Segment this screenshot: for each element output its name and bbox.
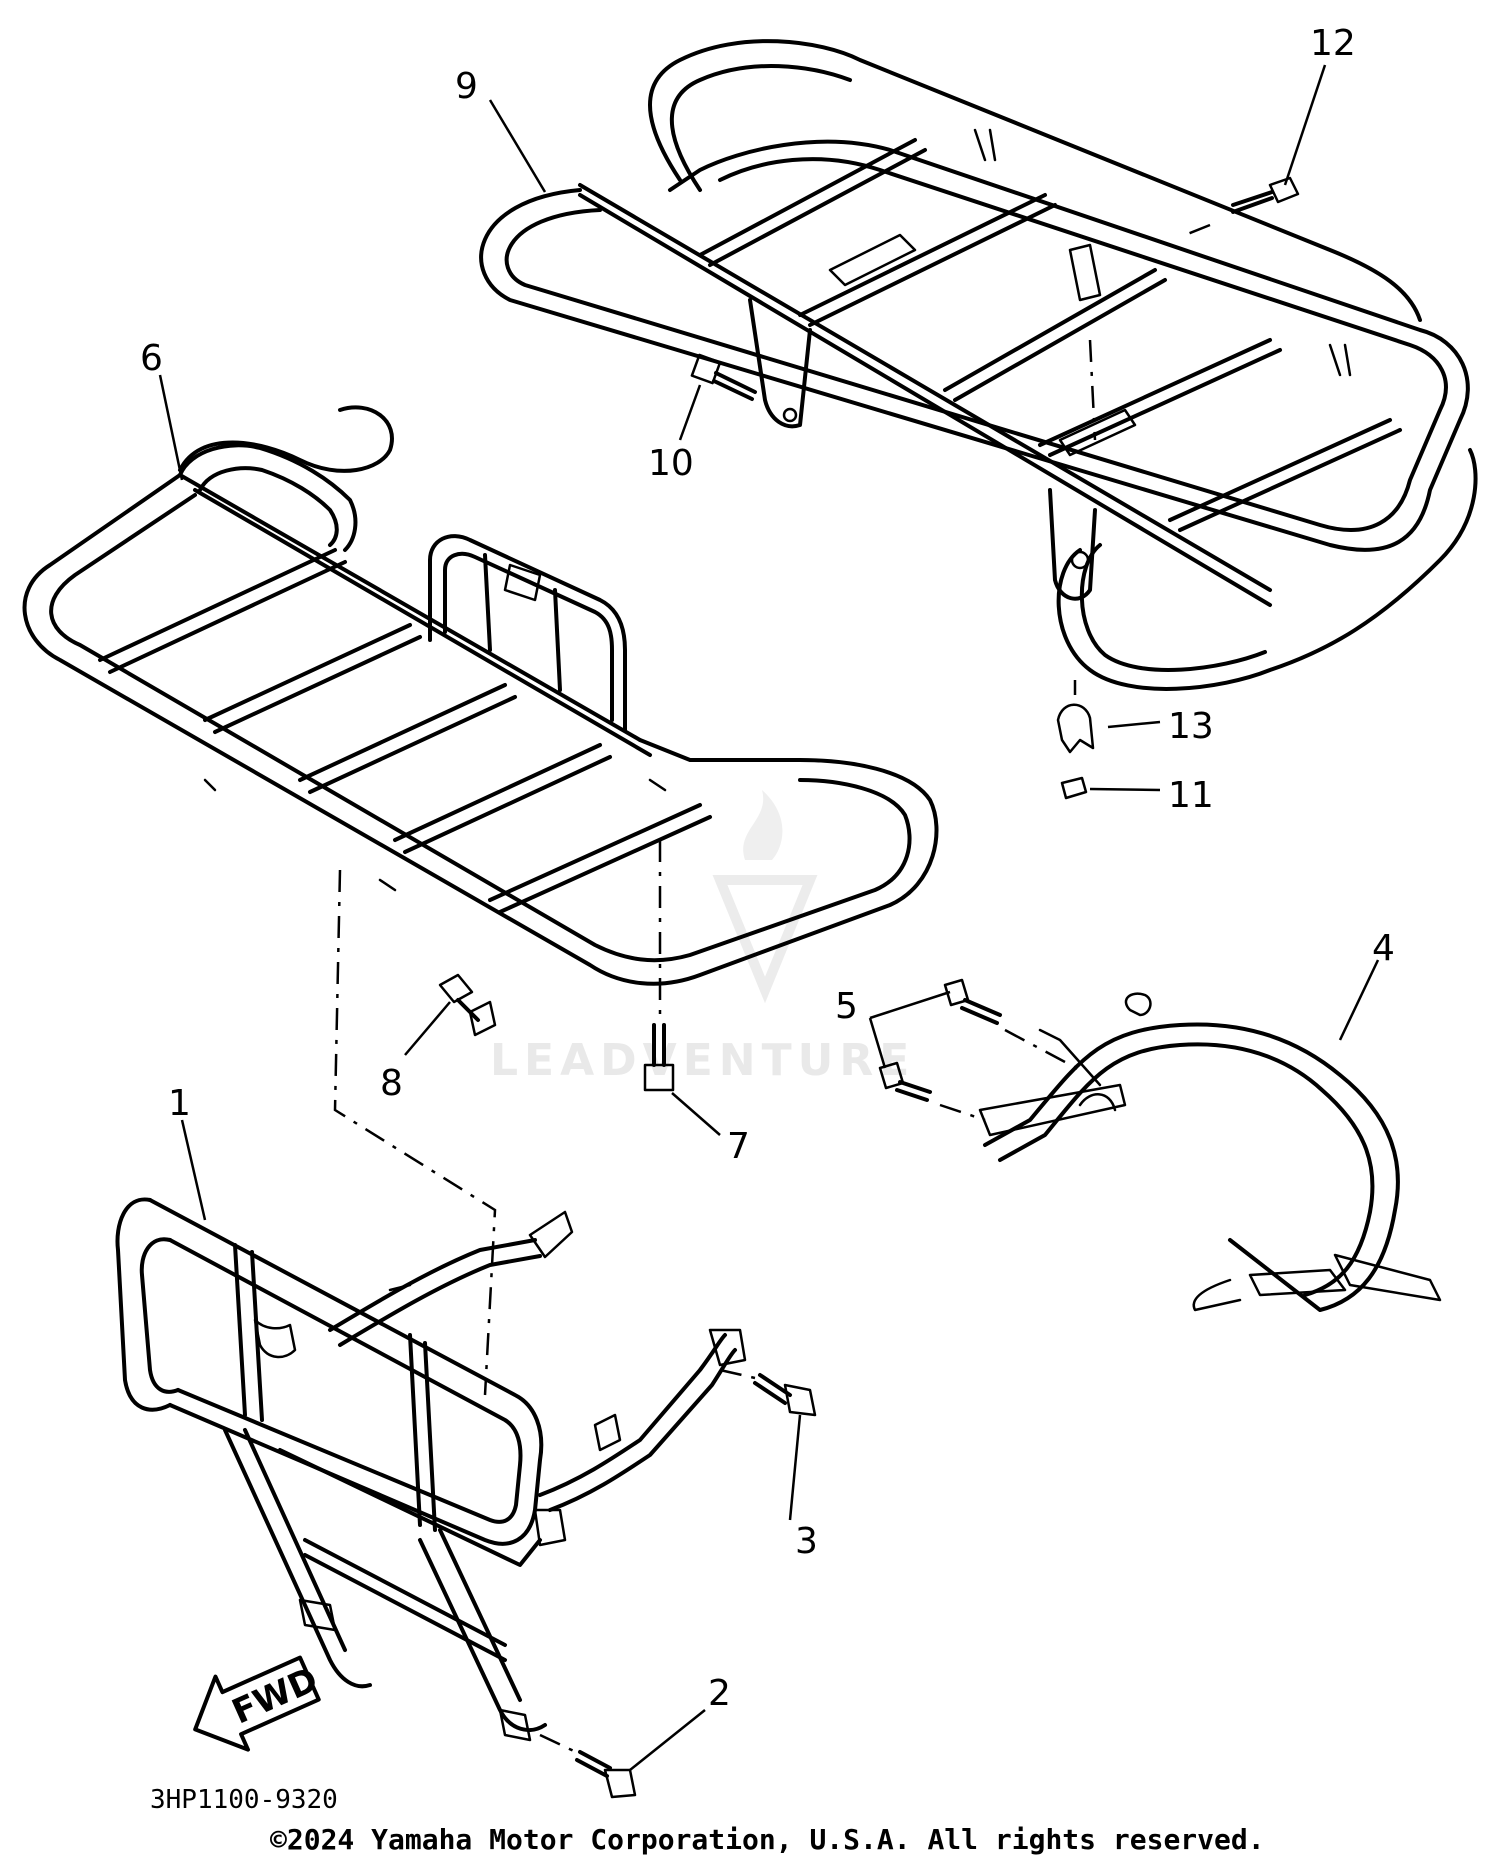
rear-carrier (479, 39, 1478, 691)
callouts: 1 2 3 4 5 6 7 8 9 10 11 12 13 (140, 23, 1395, 1714)
callout-8: 8 (380, 1063, 403, 1104)
copyright-notice: ©2024 Yamaha Motor Corporation, U.S.A. A… (270, 1823, 1265, 1856)
callout-1: 1 (168, 1083, 191, 1124)
callout-9: 9 (455, 66, 478, 107)
callout-2: 2 (708, 1673, 731, 1714)
bolt-10 (690, 353, 757, 401)
assembly-lines (333, 223, 1211, 1755)
leader-lines (158, 64, 1380, 1771)
bolt-2 (575, 1750, 637, 1799)
callout-11: 11 (1168, 775, 1214, 816)
callout-3: 3 (795, 1521, 818, 1562)
bolt-3 (753, 1373, 817, 1417)
callout-4: 4 (1372, 928, 1395, 969)
nut-11 (1060, 776, 1088, 800)
front-guard (115, 1197, 747, 1742)
watermark: LEADVENTURE (490, 790, 915, 1086)
callout-6: 6 (140, 338, 163, 379)
callout-12: 12 (1310, 23, 1356, 64)
callout-13: 13 (1168, 706, 1214, 747)
bolt-8 (438, 973, 497, 1037)
step-bar (978, 992, 1442, 1312)
bolt-5-upper (943, 978, 1002, 1025)
callout-10: 10 (648, 443, 694, 484)
diagram-code: 3HP1100-9320 (150, 1785, 338, 1815)
bolt-12 (1231, 176, 1300, 214)
callout-7: 7 (727, 1126, 750, 1167)
clip-13 (1056, 703, 1095, 754)
front-carrier (22, 405, 939, 986)
callout-5: 5 (835, 986, 858, 1027)
bolt-7 (643, 1023, 675, 1092)
watermark-text: LEADVENTURE (490, 1035, 915, 1086)
bolt-5-lower (878, 1061, 932, 1102)
forward-arrow: FWD (193, 1655, 324, 1752)
